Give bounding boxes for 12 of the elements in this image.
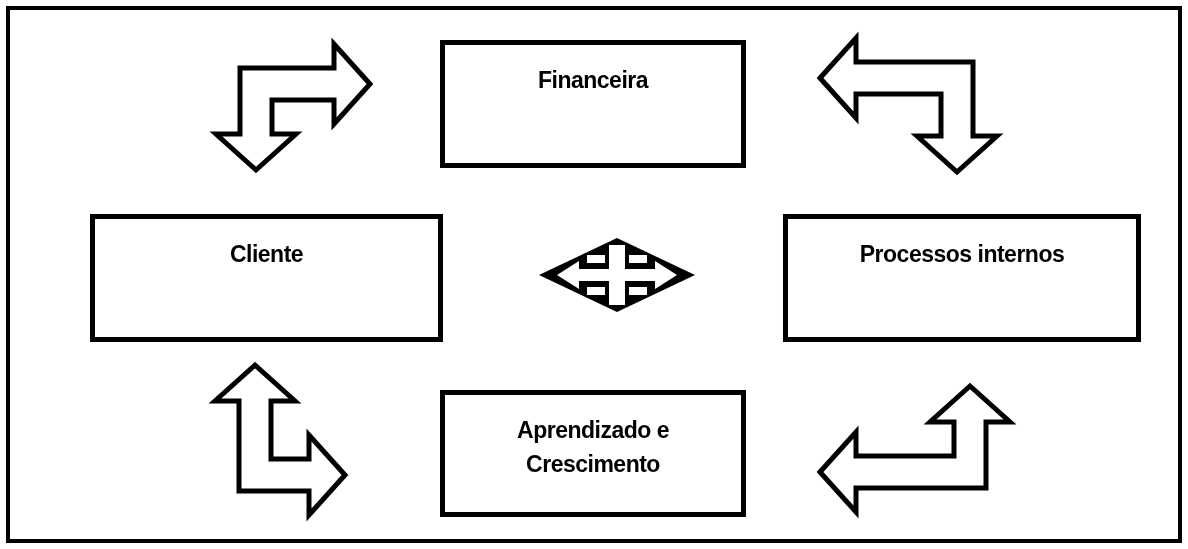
bent-double-arrow	[816, 382, 1017, 519]
process-box	[440, 390, 746, 517]
box-label: Cliente	[229, 240, 304, 269]
bent-double-arrow	[208, 361, 349, 522]
box-label: Financeira	[537, 66, 648, 95]
bent-double-arrow	[209, 37, 374, 174]
process-box	[783, 214, 1141, 342]
bent-double-arrow	[816, 31, 1004, 176]
box-label: Aprendizado e Crescimento	[516, 416, 670, 479]
process-box	[440, 40, 746, 168]
process-box	[90, 214, 443, 342]
box-label: Processos internos	[859, 240, 1065, 269]
